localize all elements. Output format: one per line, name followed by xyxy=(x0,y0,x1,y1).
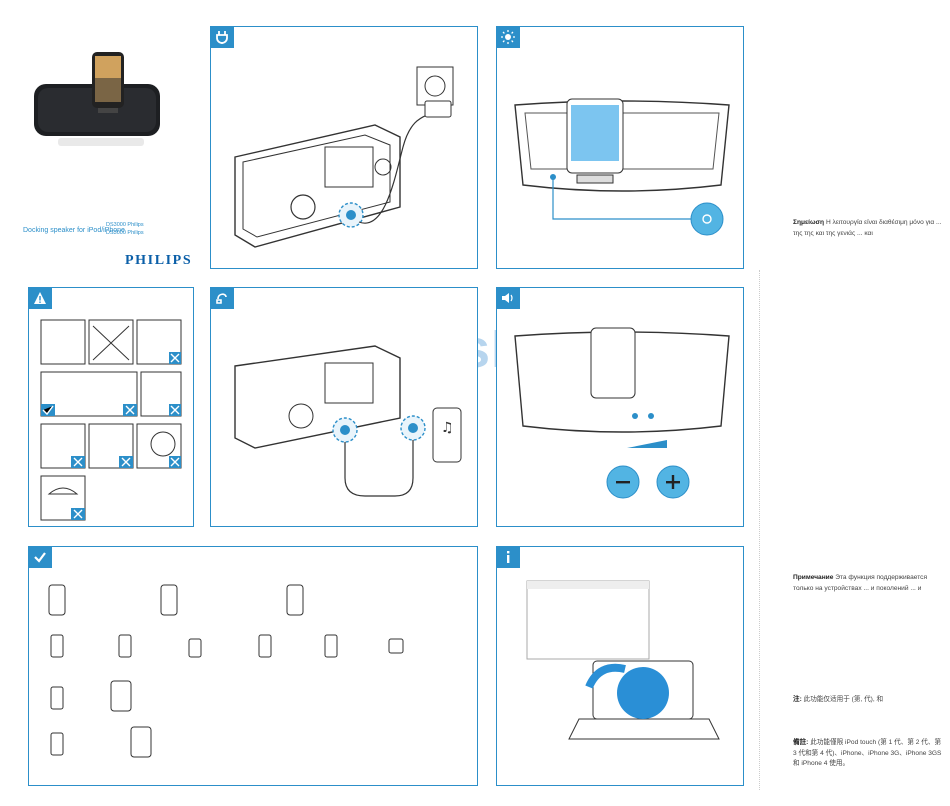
note-chinese-simplified-label: 注: xyxy=(793,696,802,703)
model-line-2: DS3000 Philips xyxy=(106,230,144,236)
svg-text:♫: ♫ xyxy=(441,420,454,436)
note-russian-label: Примечание xyxy=(793,574,834,581)
note-chinese-traditional: 備註: 此功能僅限 iPod touch (第 1 代、第 2 代、第 3 代和… xyxy=(793,738,943,770)
brightness-icon xyxy=(496,26,520,48)
product-photo xyxy=(28,46,178,156)
online-support-panel xyxy=(496,546,744,786)
brightness-panel xyxy=(496,26,744,269)
checkmark-icon xyxy=(28,546,52,568)
philips-logo: PHILIPS xyxy=(125,253,193,268)
product-line: Docking speaker for iPod/iPhone xyxy=(23,227,125,234)
model-line-1: DS3000 Philips xyxy=(106,222,144,228)
note-chinese-traditional-label: 備註: xyxy=(793,739,809,746)
aux-cable-icon xyxy=(210,287,234,309)
compatible-devices-panel xyxy=(28,546,478,786)
power-connection-panel xyxy=(210,26,478,269)
warning-icon xyxy=(28,287,52,309)
note-greek-text: Η λειτουργία είναι διαθέσιμη μόνο για ..… xyxy=(793,219,942,237)
note-chinese-traditional-text: 此功能僅限 iPod touch (第 1 代、第 2 代、第 3 代和第 4 … xyxy=(793,739,942,767)
column-divider xyxy=(759,270,760,790)
note-russian-text: Эта функция поддерживается только на уст… xyxy=(793,574,928,592)
note-chinese-simplified: 注: 此功能仅适用于 (第, 代), 和 xyxy=(793,695,943,706)
info-icon xyxy=(496,546,520,568)
safety-warning-panel xyxy=(28,287,194,527)
power-plug-icon xyxy=(210,26,234,48)
note-russian: Примечание Эта функция поддерживается то… xyxy=(793,573,943,594)
speaker-volume-icon xyxy=(496,287,520,309)
note-chinese-simplified-text: 此功能仅适用于 (第, 代), 和 xyxy=(803,696,884,703)
note-greek-label: Σημείωση xyxy=(793,219,825,226)
note-greek: Σημείωση Η λειτουργία είναι διαθέσιμη μό… xyxy=(793,218,943,239)
volume-panel xyxy=(496,287,744,527)
audio-input-panel: ♫ xyxy=(210,287,478,527)
